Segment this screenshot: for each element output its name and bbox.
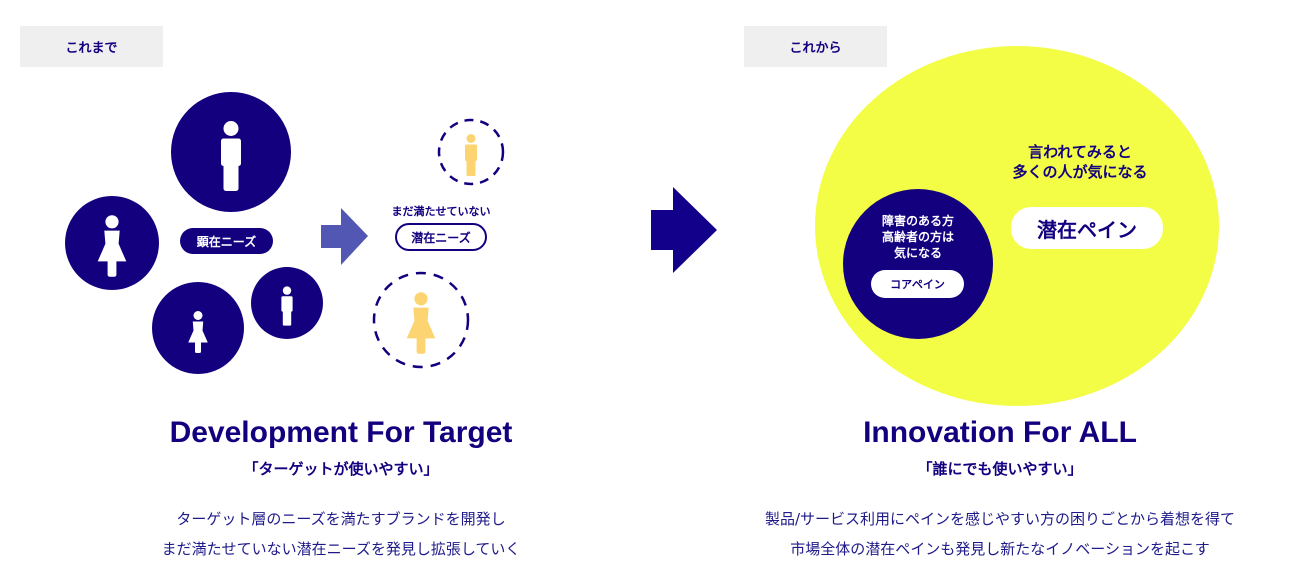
caption-line: 言われてみると [1028,143,1132,161]
body-line: 市場全体の潜在ペインも発見し新たなイノベーションを起こす [790,540,1210,558]
arrow-right-icon [321,208,368,265]
core-pain-circle [843,189,993,339]
body-line: まだ満たせていない潜在ニーズを発見し拡張していく [161,540,521,558]
left-title: Development For Target [169,416,513,449]
female-icon [406,292,436,354]
latent-user-circles [372,118,505,369]
latent-needs-pill: 潜在ニーズ [395,223,487,251]
caption-line: 障害のある方 [881,214,955,228]
big-arrow-right-icon [651,187,717,273]
male-icon [465,134,477,176]
left-body: ターゲット層のニーズを満たすブランドを開発し まだ満たせていない潜在ニーズを発見… [162,504,521,564]
dashed-circle-small [437,118,505,186]
caption-line: 多くの人が気になる [1012,163,1148,181]
left-subtitle: 「ターゲットが使いやすい」 [243,460,439,478]
tag-before: これまで [20,26,163,67]
outer-caption: 言われてみると 多くの人が気になる [1012,142,1147,182]
right-title: Innovation For ALL [863,416,1137,449]
unmet-caption: まだ満たせていない [391,205,491,218]
caption-line: 気になる [893,246,943,260]
tag-after: これから [744,26,887,67]
right-body: 製品/サービス利用にペインを感じやすい方の困りごとから着想を得て 市場全体の潜在… [765,504,1235,564]
core-pain-pill: コアペイン [871,270,964,298]
manifest-needs-pill: 顕在ニーズ [180,228,273,254]
caption-line: 高齢者の方は [881,230,955,244]
dashed-circle-large [372,271,470,369]
right-subtitle: 「誰にでも使いやすい」 [917,460,1083,478]
body-line: ターゲット層のニーズを満たすブランドを開発し [176,510,506,528]
body-line: 製品/サービス利用にペインを感じやすい方の困りごとから着想を得て [764,510,1236,528]
inner-caption: 障害のある方 高齢者の方は 気になる [882,213,954,261]
manifest-user-circles [65,92,323,374]
latent-pain-pill: 潜在ペイン [1011,207,1163,249]
